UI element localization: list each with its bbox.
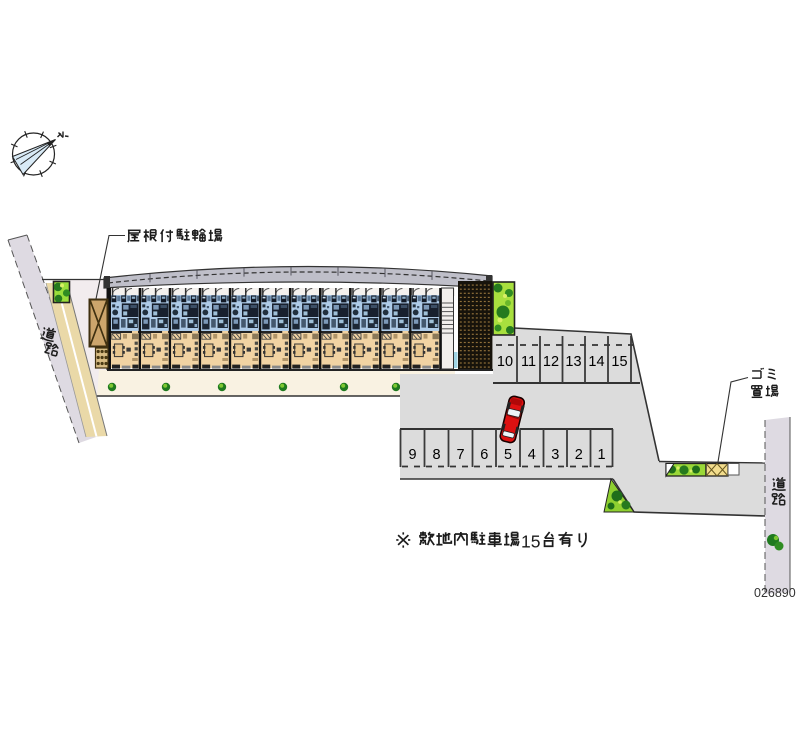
- svg-text:6: 6: [480, 447, 488, 463]
- svg-text:1: 1: [597, 447, 605, 463]
- svg-text:9: 9: [408, 447, 416, 463]
- svg-text:3: 3: [551, 447, 559, 463]
- svg-text:5: 5: [504, 447, 512, 463]
- svg-text:7: 7: [456, 447, 464, 463]
- svg-text:026890: 026890: [754, 586, 796, 600]
- svg-text:10: 10: [497, 354, 513, 370]
- svg-text:15: 15: [611, 354, 627, 370]
- svg-text:12: 12: [543, 354, 559, 370]
- svg-text:2: 2: [575, 447, 583, 463]
- svg-text:8: 8: [432, 447, 440, 463]
- svg-text:15: 15: [521, 532, 540, 552]
- svg-text:11: 11: [521, 354, 536, 370]
- svg-text:13: 13: [565, 354, 581, 370]
- svg-text:14: 14: [588, 354, 604, 370]
- svg-text:4: 4: [528, 447, 536, 463]
